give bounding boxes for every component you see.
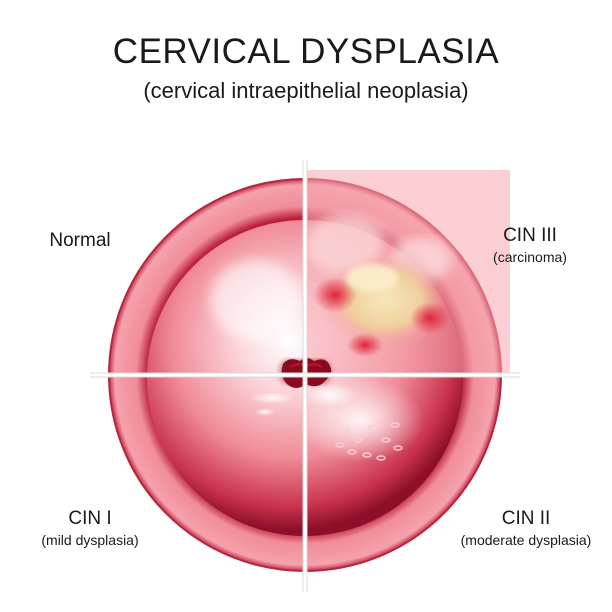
label-cin2-text: CIN II <box>501 508 551 529</box>
highlight-glare <box>210 260 300 340</box>
hemorrhage-spot <box>313 277 357 313</box>
label-cin2: CIN II (moderate dysplasia) <box>450 508 602 548</box>
diagram-title: CERVICAL DYSPLASIA <box>112 32 500 71</box>
label-cin2-subtext: (moderate dysplasia) <box>460 531 592 548</box>
acetowhite-area <box>305 383 358 407</box>
quadrant-cin2 <box>305 378 425 462</box>
label-cin1-text: CIN I <box>68 508 112 529</box>
label-cin3-text: CIN III <box>503 225 557 246</box>
label-cin3: CIN III (carcinoma) <box>470 225 590 265</box>
label-cin1: CIN I (mild dysplasia) <box>20 508 160 548</box>
label-cin3-subtext: (carcinoma) <box>493 248 567 265</box>
quadrant-dividers <box>90 160 520 592</box>
acetowhite-patch <box>255 408 275 416</box>
quadrant-cin1 <box>250 392 294 416</box>
hemorrhage-spot <box>347 333 383 357</box>
diagram-subtitle: (cervical intraepithelial neoplasia) <box>143 78 469 103</box>
label-normal-text: Normal <box>49 230 111 251</box>
label-normal: Normal <box>30 230 130 252</box>
lesion-highlight <box>346 264 398 292</box>
acetowhite-patch <box>250 392 294 404</box>
quadrant-cin3 <box>305 170 510 375</box>
hemorrhage-spot <box>410 302 450 334</box>
vessel-pattern <box>335 422 403 461</box>
label-cin1-subtext: (mild dysplasia) <box>41 531 139 548</box>
quadrant-normal <box>210 260 300 340</box>
